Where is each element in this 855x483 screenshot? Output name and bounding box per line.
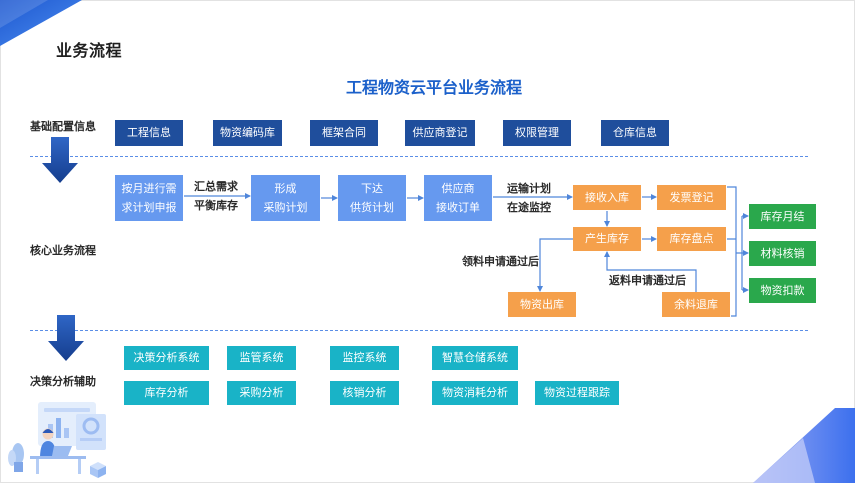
analysis-process-tracking: 物资过程跟踪 [535, 381, 619, 405]
settlement-monthly-close: 库存月结 [749, 204, 816, 229]
person-at-computer-illustration [8, 402, 106, 478]
plan-step-line: 按月进行需 [121, 182, 177, 195]
edge-label-transport: 运输计划 在途监控 [505, 179, 553, 217]
base-item-warehouse-info: 仓库信息 [601, 120, 669, 146]
connector-inventory-to-outbound [537, 238, 573, 292]
warehouse-return: 余料退库 [662, 292, 730, 317]
plan-step-supply-plan: 下达 供货计划 [338, 175, 406, 221]
plan-step-line: 采购计划 [263, 201, 308, 214]
decision-system-monitoring: 监控系统 [330, 346, 399, 370]
diagram-title: 工程物资云平台业务流程 [345, 78, 522, 97]
analysis-consumption: 物资消耗分析 [432, 381, 518, 405]
base-item-permission-management: 权限管理 [503, 120, 571, 146]
dashed-divider-top [30, 156, 808, 157]
dashed-divider-bottom [30, 330, 808, 331]
decision-system-analysis: 决策分析系统 [124, 346, 209, 370]
settlement-deduction: 物资扣款 [749, 278, 816, 303]
edge-label-line: 平衡库存 [194, 199, 238, 212]
edge-label-pick-approved: 领料申请通过后 [462, 255, 539, 268]
edge-label-line: 运输计划 [507, 182, 551, 195]
warehouse-stocktake: 库存盘点 [657, 227, 726, 251]
edge-label-line: 汇总需求 [194, 180, 238, 193]
warehouse-outbound: 物资出库 [508, 292, 576, 317]
edge-label-line: 在途监控 [507, 201, 551, 214]
analysis-writeoff: 核销分析 [330, 381, 399, 405]
base-item-supplier-registration: 供应商登记 [405, 120, 475, 146]
row-label-decision-support: 决策分析辅助 [30, 375, 96, 388]
settlement-material-writeoff: 材料核销 [749, 241, 816, 266]
bottom-right-corner-decoration [753, 408, 855, 483]
base-item-project-info: 工程信息 [115, 120, 183, 146]
edge-label-summarize: 汇总需求 平衡库存 [192, 177, 240, 215]
plan-step-purchase-plan: 形成 采购计划 [251, 175, 320, 221]
down-arrow-icon [48, 315, 84, 361]
decision-system-supervision: 监管系统 [227, 346, 296, 370]
base-item-material-code-library: 物资编码库 [213, 120, 282, 146]
analysis-purchase: 采购分析 [227, 381, 296, 405]
row-label-base-config: 基础配置信息 [30, 120, 96, 133]
plan-step-supplier-order: 供应商 接收订单 [424, 175, 492, 221]
plan-step-line: 形成 [274, 182, 297, 195]
plan-step-monthly-demand: 按月进行需 求计划申报 [115, 175, 183, 221]
row-label-core-process: 核心业务流程 [30, 244, 96, 257]
plan-step-line: 下达 [361, 182, 383, 195]
base-item-framework-contract: 框架合同 [310, 120, 378, 146]
decision-system-smart-warehouse: 智慧仓储系统 [432, 346, 518, 370]
warehouse-invoice: 发票登记 [657, 185, 726, 210]
analysis-inventory: 库存分析 [124, 381, 209, 405]
edge-label-return-approved: 返料申请通过后 [609, 274, 686, 287]
plan-step-line: 求计划申报 [121, 201, 177, 214]
warehouse-inventory: 产生库存 [573, 227, 641, 251]
plan-step-line: 供货计划 [350, 201, 394, 214]
down-arrow-icon [42, 137, 78, 183]
top-left-corner-decoration [0, 0, 82, 46]
plan-step-line: 接收订单 [436, 201, 480, 214]
plan-step-line: 供应商 [441, 182, 475, 195]
section-title: 业务流程 [56, 41, 123, 60]
warehouse-receive: 接收入库 [573, 185, 641, 210]
